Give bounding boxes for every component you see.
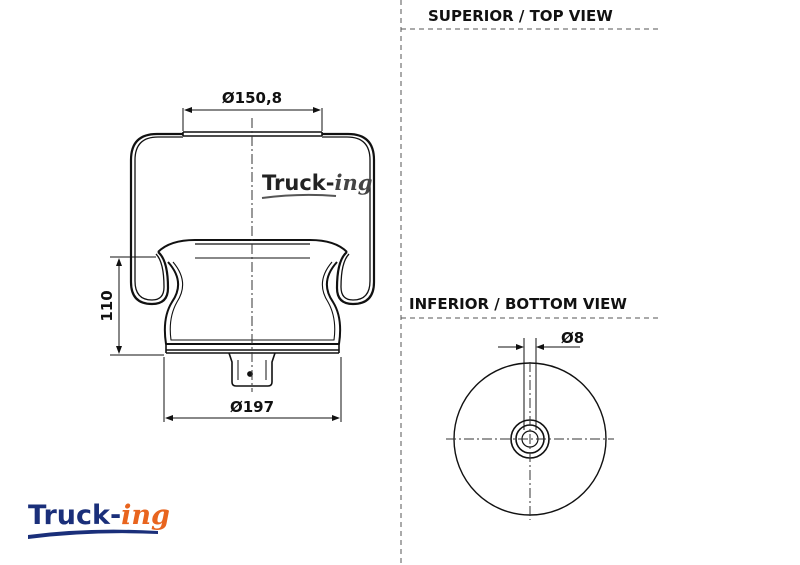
bellow-watermark-logo: Truck-ing (261, 170, 372, 199)
view-dividers (400, 0, 660, 565)
watermark-suffix: ing (334, 170, 372, 195)
top-view-title: SUPERIOR / TOP VIEW (428, 7, 613, 25)
top-diameter-label: Ø150,8 (222, 89, 282, 107)
svg-text:Truck-ing: Truck-ing (262, 170, 372, 195)
pin-dimension-arrows (516, 344, 544, 350)
bellow-inner (134, 136, 183, 301)
bellow-inner-right (322, 136, 371, 301)
logo-main-text: Truck- (28, 500, 121, 531)
mounting-stud (228, 352, 276, 387)
watermark-swoosh (261, 193, 337, 199)
bottom-view-centerlines (446, 362, 614, 520)
bottom-diameter-label: Ø197 (230, 398, 274, 416)
pin-diameter-label: Ø8 (561, 329, 584, 347)
dimension-arrows (116, 107, 340, 421)
height-label: 110 (98, 290, 116, 321)
bellow-outer-right (322, 132, 376, 306)
logo-suffix-text: ing (121, 500, 170, 531)
company-logo: Truck-ing (28, 500, 170, 539)
svg-text:Truck-ing: Truck-ing (28, 500, 170, 531)
logo-underline-swoosh (28, 529, 158, 539)
pin-dimension (498, 338, 580, 430)
dimension-lines (110, 108, 342, 422)
bellow-outer (129, 132, 183, 306)
bottom-view-title: INFERIOR / BOTTOM VIEW (409, 295, 627, 313)
watermark-main: Truck- (262, 171, 334, 195)
